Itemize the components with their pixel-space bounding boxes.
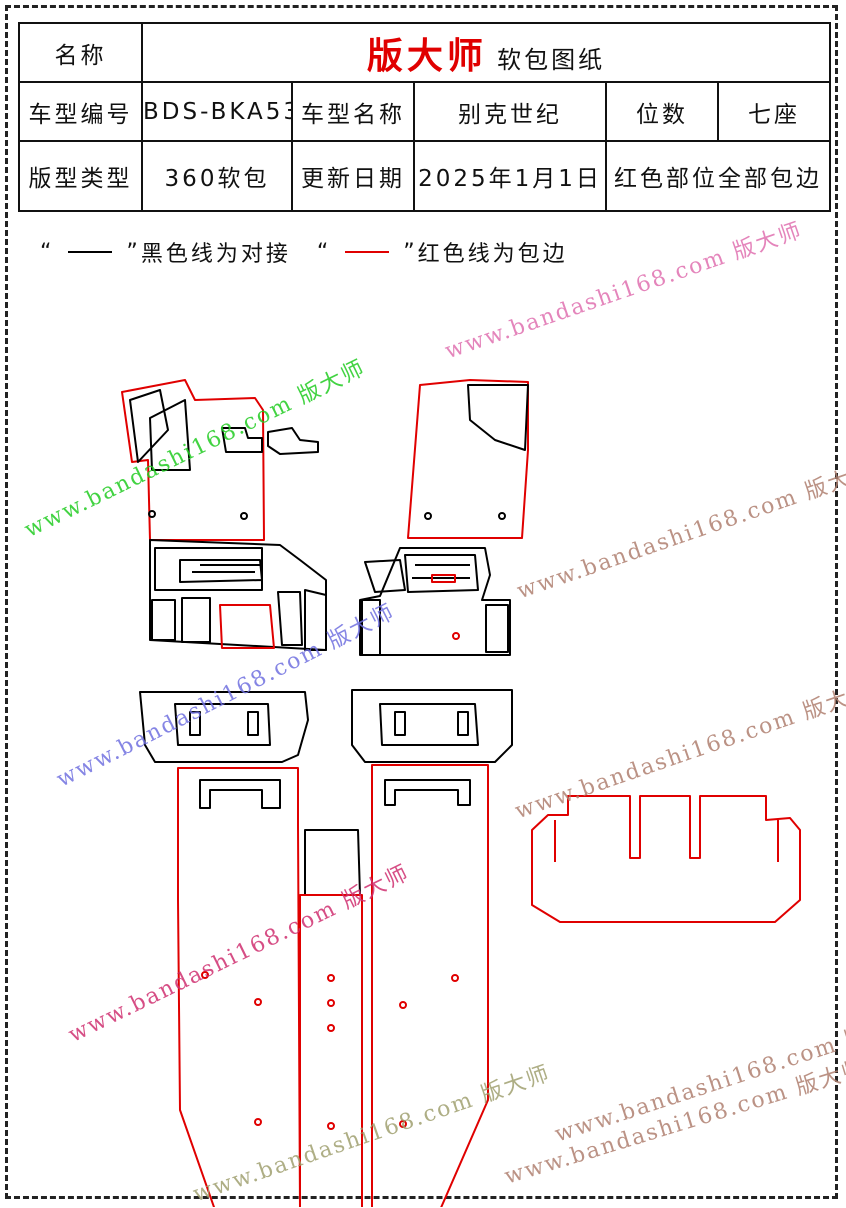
second-row-left-mat — [139, 691, 309, 1207]
black-line-sample — [68, 251, 113, 253]
legend-quote-close-2: ” — [403, 239, 418, 265]
model-code-label: 车型编号 — [18, 81, 143, 142]
model-name-label: 车型名称 — [291, 81, 415, 142]
title-cell: 版大师 软包图纸 — [140, 22, 832, 83]
front-right-mat — [359, 379, 529, 656]
legend-red-text: 红色线为包边 — [417, 242, 568, 267]
legend: “ ” 黑色线为对接 “ ” 红色线为包边 — [40, 236, 568, 268]
model-code: BDS-BKA5394S — [141, 81, 293, 142]
third-row-mat — [531, 795, 801, 923]
name-label: 名称 — [18, 22, 143, 83]
legend-quote-open: “ — [40, 239, 55, 265]
title-subtitle: 软包图纸 — [497, 45, 606, 74]
legend-black-text: 黑色线为对接 — [140, 242, 291, 267]
seats-value: 七座 — [716, 81, 832, 142]
seats-label: 位数 — [605, 81, 719, 142]
second-row-right-mat — [351, 689, 513, 1207]
date-label: 更新日期 — [291, 140, 415, 212]
center-tunnel-mat — [299, 829, 363, 1207]
legend-quote-close: ” — [126, 239, 141, 265]
info-table: 名称 版大师 软包图纸 车型编号 BDS-BKA5394S 车型名称 别克世纪 … — [18, 22, 832, 212]
brand-title: 版大师 — [366, 35, 487, 77]
type-value: 360软包 — [141, 140, 293, 212]
page-border — [5, 5, 838, 1199]
model-name: 别克世纪 — [413, 81, 607, 142]
type-label: 版型类型 — [18, 140, 143, 212]
date-value: 2025年1月1日 — [413, 140, 607, 212]
red-line-sample — [345, 251, 390, 253]
front-left-mat — [121, 379, 327, 651]
edge-note: 红色部位全部包边 — [604, 140, 832, 212]
legend-quote-open-2: “ — [316, 239, 332, 265]
